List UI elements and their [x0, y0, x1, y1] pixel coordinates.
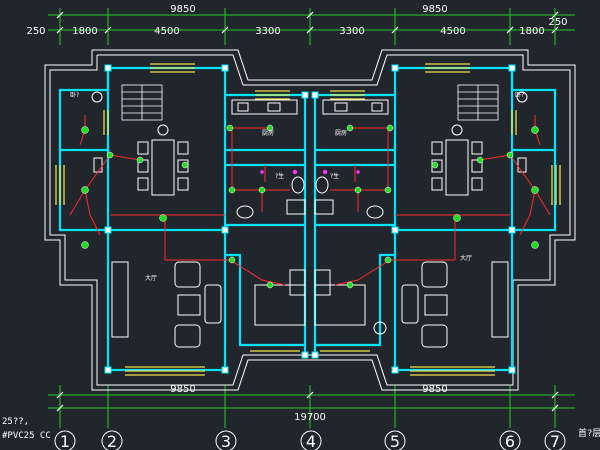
axis-label-3: 3 [221, 432, 231, 450]
outlet-markers [260, 169, 360, 175]
building-outline [44, 49, 576, 391]
dim-bottom-total: 19700 [294, 412, 326, 423]
label-left-kitchen: 厨房 [262, 129, 274, 137]
electrical-wiring [69, 115, 551, 286]
stairs-left [121, 84, 163, 121]
stairs-right [457, 84, 499, 121]
note-line-2: #PVC25 CC [2, 431, 51, 441]
dim-top-seg-g: 1800 [519, 26, 544, 37]
dining-table-left [137, 124, 189, 196]
axis-label-1: 1 [60, 432, 70, 450]
axis-label-7: 7 [550, 432, 560, 450]
dim-top-seg-a: 250 [26, 26, 45, 37]
sofa-set-left [111, 261, 222, 348]
columns [104, 64, 516, 374]
dim-bottom-right: 9850 [422, 384, 447, 395]
dim-top-seg-b: 1800 [72, 26, 97, 37]
dim-top-seg-h: 250 [548, 17, 567, 28]
note-line-1: 25??, [2, 417, 29, 427]
bathroom-fixtures [236, 176, 384, 219]
dim-top-seg-f: 4500 [440, 26, 465, 37]
kitchen-counters [231, 99, 389, 115]
dim-bottom-left: 9850 [170, 384, 195, 395]
label-right-kitchen: 厨房 [335, 129, 347, 137]
dim-top-right-total: 9850 [422, 4, 447, 15]
dimension-lines [48, 8, 575, 428]
axis-label-5: 5 [390, 432, 400, 450]
axis-label-2: 2 [107, 432, 117, 450]
label-left-bath: ?生 [275, 172, 284, 180]
axis-bubbles [54, 430, 566, 450]
garage-cars [254, 269, 387, 335]
axis-label-6: 6 [505, 432, 515, 450]
label-right-entry: 卧? [515, 91, 524, 99]
dim-top-left-total: 9850 [170, 4, 195, 15]
dim-top-seg-d: 3300 [255, 26, 280, 37]
windows [55, 63, 561, 376]
axis-label-4: 4 [306, 432, 316, 450]
dim-top-seg-c: 4500 [154, 26, 179, 37]
dimension-ticks [56, 11, 559, 412]
label-right-bath: ?生 [330, 172, 339, 180]
light-fixtures [81, 124, 539, 289]
label-right-living: 大厅 [460, 254, 472, 262]
sofa-set-right [401, 261, 509, 348]
dining-table-right [431, 124, 483, 196]
dim-top-seg-e: 3300 [339, 26, 364, 37]
title-fragment: 首?层 [578, 427, 600, 439]
label-left-entry: 卧? [70, 91, 79, 99]
label-left-living: 大厅 [145, 274, 157, 282]
